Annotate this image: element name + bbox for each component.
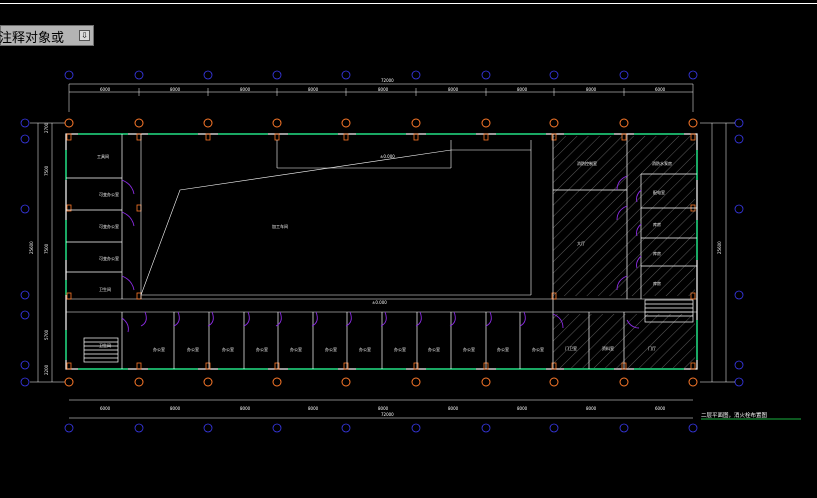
drawing-title: 二层平面图，消火栓布置图	[701, 411, 768, 419]
column-markers	[64, 118, 698, 387]
room-label-wc: 卫生间	[99, 286, 111, 292]
svg-text:办公室: 办公室	[325, 346, 337, 352]
svg-text:8000: 8000	[378, 87, 389, 92]
svg-text:6000: 6000	[100, 87, 111, 92]
svg-text:办公室: 办公室	[359, 346, 371, 352]
dimension-text: 72000 72000 6000 8000 8000 8000 8000 800…	[29, 78, 722, 417]
svg-text:6000: 6000	[100, 406, 111, 411]
svg-text:8000: 8000	[448, 87, 459, 92]
room-label-fire: 消防控制室	[577, 160, 597, 166]
room-label-fire-2: 消防水泵房	[652, 160, 672, 166]
hall-outline	[140, 134, 532, 299]
room-label-office-3: 可变办公室	[99, 255, 119, 261]
svg-text:8000: 8000	[378, 406, 389, 411]
svg-text:办公室: 办公室	[153, 346, 165, 352]
svg-text:2200: 2200	[44, 364, 49, 375]
svg-text:资料室: 资料室	[602, 345, 614, 351]
svg-text:库房: 库房	[653, 250, 661, 256]
axis-bubbles-bottom	[64, 423, 698, 433]
room-label-office-2: 可变办公室	[99, 223, 119, 229]
svg-text:办公室: 办公室	[222, 346, 234, 352]
svg-text:8000: 8000	[170, 406, 181, 411]
svg-text:7500: 7500	[44, 165, 49, 176]
svg-text:8000: 8000	[308, 87, 319, 92]
svg-text:门卫室: 门卫室	[565, 345, 577, 351]
svg-text:2700: 2700	[44, 122, 49, 133]
svg-text:配电室: 配电室	[653, 189, 665, 195]
svg-text:办公室: 办公室	[532, 346, 544, 352]
room-label-wc-small: 卫生间	[99, 342, 111, 348]
svg-text:办公室: 办公室	[428, 346, 440, 352]
svg-text:8000: 8000	[517, 406, 528, 411]
svg-text:办公室: 办公室	[290, 346, 302, 352]
svg-text:8000: 8000	[170, 87, 181, 92]
south-offices	[173, 312, 521, 369]
room-label-tool: 工具间	[97, 153, 109, 159]
room-label-hall: 加工车间	[272, 223, 288, 229]
svg-text:办公室: 办公室	[394, 346, 406, 352]
total-width-label-top: 72000	[381, 78, 394, 83]
total-height-label-left: 25600	[29, 241, 34, 254]
svg-text:8000: 8000	[240, 87, 251, 92]
svg-text:6000: 6000	[655, 406, 666, 411]
dropdown-label: 注释对象或	[0, 31, 65, 46]
doors	[121, 175, 642, 333]
svg-text:8000: 8000	[586, 406, 597, 411]
total-width-label-bottom: 72000	[381, 412, 394, 417]
svg-text:门厅: 门厅	[648, 345, 656, 351]
svg-text:8000: 8000	[308, 406, 319, 411]
svg-text:8000: 8000	[586, 87, 597, 92]
svg-text:8000: 8000	[517, 87, 528, 92]
top-border-line	[0, 3, 817, 4]
axis-bubbles-sides	[20, 118, 744, 387]
left-rooms	[66, 134, 123, 369]
svg-text:办公室: 办公室	[463, 346, 475, 352]
right-hatched-zone	[553, 136, 695, 368]
room-label-office-1: 可变办公室	[99, 191, 119, 197]
room-labels: 工具间 可变办公室 可变办公室 可变办公室 卫生间 卫生间 加工车间 消防控制室…	[97, 153, 672, 352]
svg-text:7500: 7500	[44, 243, 49, 254]
dimension-lines	[30, 83, 735, 419]
windows	[65, 133, 698, 370]
chevron-down-icon[interactable]: ⇩	[79, 30, 90, 41]
svg-text:办公室: 办公室	[497, 346, 509, 352]
total-height-label-right: 25600	[717, 241, 722, 254]
drawing-title-block: 二层平面图，消火栓布置图	[701, 411, 801, 420]
corridor-level-label: ±0.000	[372, 300, 387, 305]
svg-text:办公室: 办公室	[256, 346, 268, 352]
annotation-object-dropdown[interactable]: 注释对象或 ⇩	[0, 25, 94, 46]
svg-text:库房: 库房	[653, 280, 661, 286]
svg-text:办公室: 办公室	[187, 346, 199, 352]
svg-text:6000: 6000	[655, 87, 666, 92]
hall-level-label: ±0.000	[380, 154, 395, 159]
room-label-hall-right: 大厅	[577, 240, 585, 246]
level-marks: ±0.000 ±0.000	[372, 154, 395, 305]
svg-text:8000: 8000	[448, 406, 459, 411]
axis-bubbles-top	[64, 70, 698, 80]
svg-text:库房: 库房	[653, 221, 661, 227]
svg-text:8000: 8000	[240, 406, 251, 411]
svg-text:5700: 5700	[44, 329, 49, 340]
right-rooms	[552, 134, 697, 369]
